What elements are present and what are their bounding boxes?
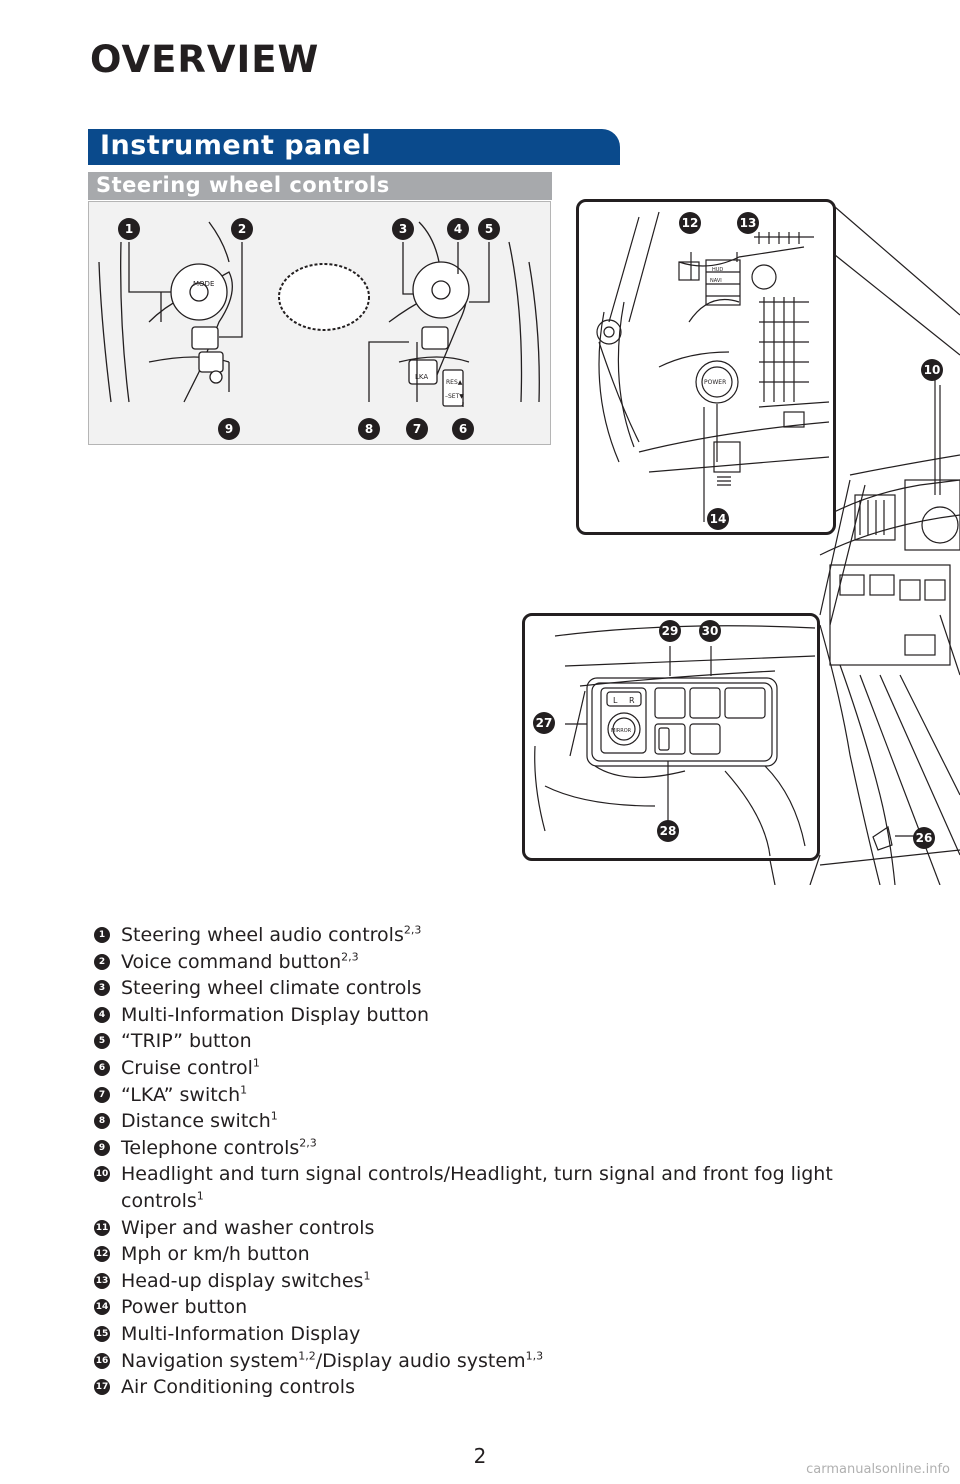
page-title: OVERVIEW — [90, 38, 320, 81]
callout-2: 2 — [231, 218, 253, 240]
page-number: 2 — [473, 1444, 487, 1468]
mirror-switch-inset: L R MIRROR 29 30 27 28 — [522, 613, 820, 861]
res-label: RES▲ — [446, 379, 463, 386]
hud-label: HUD — [712, 267, 723, 273]
callout-9: 9 — [218, 418, 240, 440]
mirror-l-label: L — [613, 696, 618, 705]
steering-controls-illustration: MODE LKA RES▲ –SET▼ 1 2 3 4 5 6 7 8 9 — [88, 201, 551, 445]
callout-29: 30 — [699, 620, 721, 642]
callout-12: 12 — [679, 212, 701, 234]
callout-7: 7 — [406, 418, 428, 440]
callout-1: 1 — [118, 218, 140, 240]
callout-27: 27 — [533, 712, 555, 734]
power-label: POWER — [704, 379, 726, 386]
callout-4: 4 — [447, 218, 469, 240]
callout-10: 10 — [921, 359, 943, 381]
set-label: –SET▼ — [445, 393, 464, 400]
callout-3: 3 — [392, 218, 414, 240]
power-button-drawing: POWER HUD NAVI — [596, 211, 830, 522]
callout-8: 8 — [358, 418, 380, 440]
callout-5: 5 — [478, 218, 500, 240]
legend-item: 7“LKA” switch1 — [94, 1082, 841, 1109]
callout-30: 28 — [657, 820, 679, 842]
subsection-title: Steering wheel controls — [96, 173, 390, 197]
subsection-banner: Steering wheel controls — [88, 172, 552, 200]
dashboard-illustration: POWER HUD NAVI 12 13 14 10 26 — [520, 195, 960, 886]
callout-13: 13 — [737, 212, 759, 234]
callout-6: 6 — [452, 418, 474, 440]
lka-label: LKA — [415, 373, 428, 381]
mirror-label: MIRROR — [611, 728, 632, 734]
mirror-r-label: R — [629, 696, 635, 705]
steering-wheel-drawing: MODE LKA RES▲ –SET▼ — [98, 221, 540, 407]
navi-label: NAVI — [710, 278, 722, 284]
watermark: carmanualsonline.info — [806, 1462, 950, 1477]
dashboard-drawing — [769, 206, 960, 886]
legend-item: 5“TRIP” button — [94, 1028, 841, 1055]
section-banner: Instrument panel — [88, 129, 620, 165]
callout-26: 26 — [913, 827, 935, 849]
callout-14: 14 — [707, 508, 729, 530]
mode-label: MODE — [193, 280, 214, 288]
callout-28: 29 — [659, 620, 681, 642]
power-button-inset: POWER HUD NAVI 12 13 14 — [576, 199, 836, 535]
section-title: Instrument panel — [100, 130, 372, 161]
